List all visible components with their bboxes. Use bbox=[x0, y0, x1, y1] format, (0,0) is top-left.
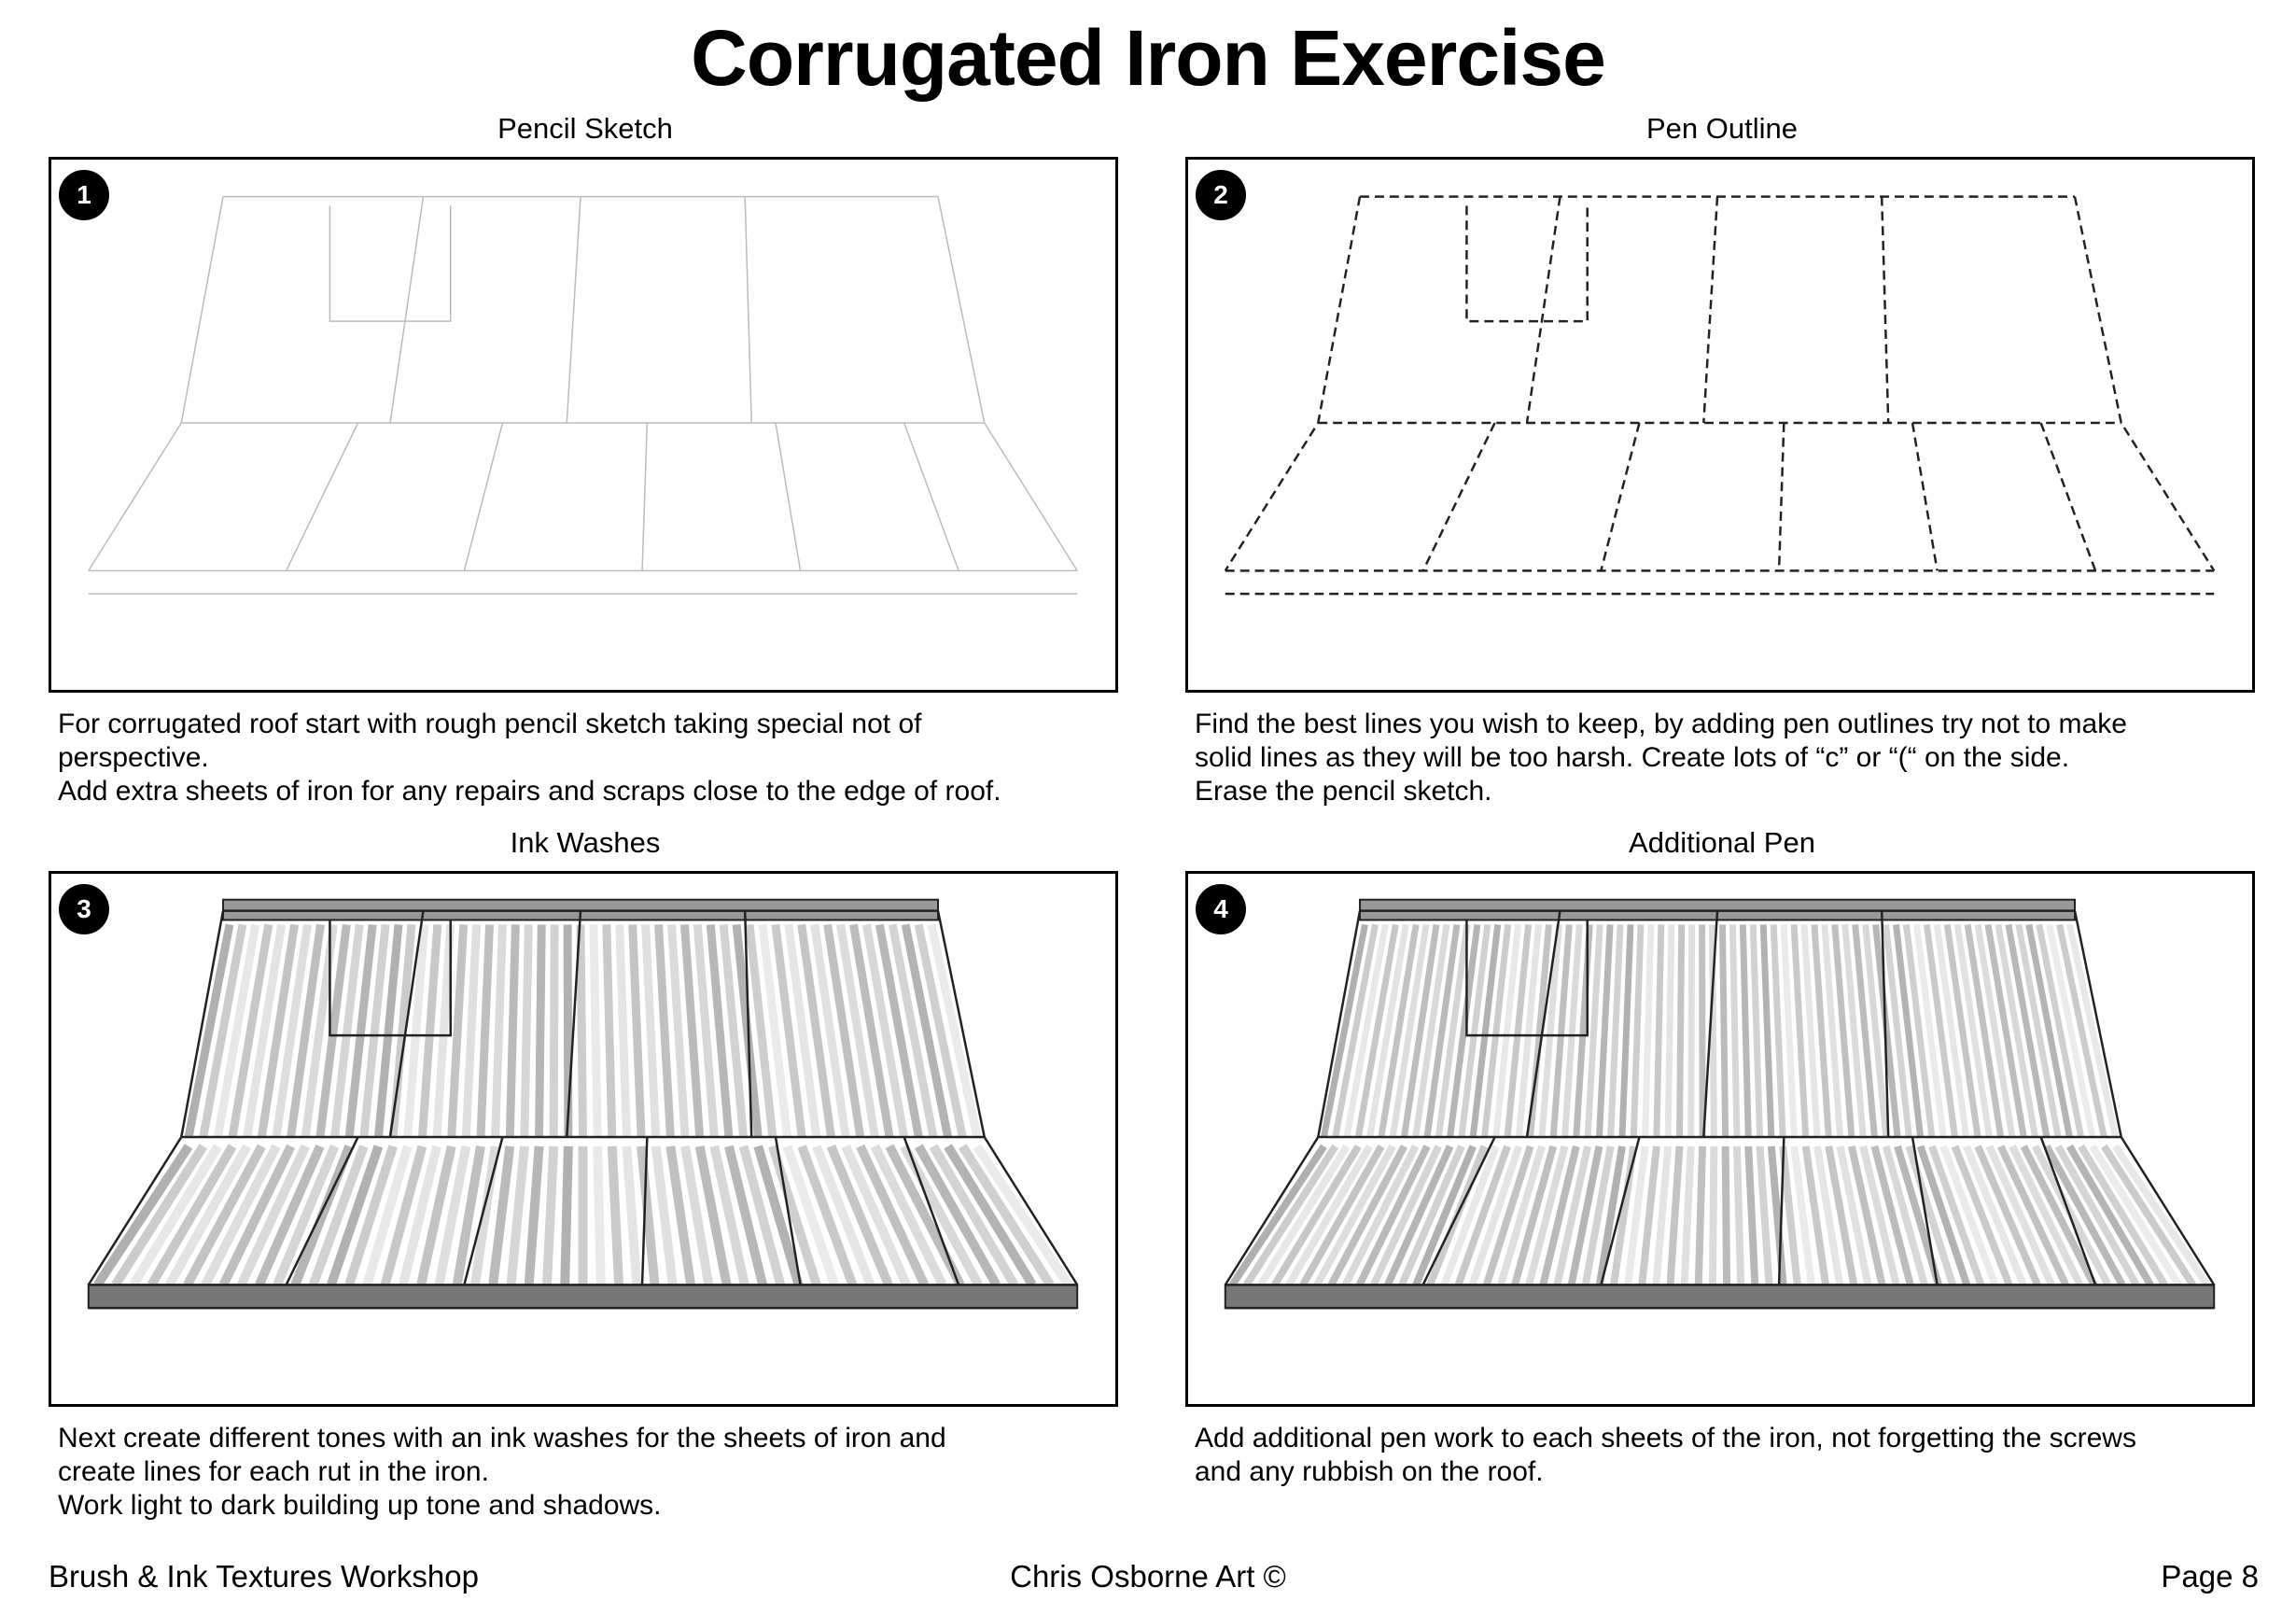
description-line: Work light to dark building up tone and … bbox=[58, 1490, 662, 1521]
step-badge: 4 bbox=[1196, 884, 1246, 934]
panel-additional-pen: 4 bbox=[1185, 871, 2255, 1407]
description-line: Add additional pen work to each sheets o… bbox=[1195, 1423, 2136, 1454]
step-badge: 1 bbox=[59, 170, 109, 220]
description-line: solid lines as they will be too harsh. C… bbox=[1195, 742, 2070, 773]
description-pen-outline: Find the best lines you wish to keep, by… bbox=[1195, 708, 2268, 808]
description-pencil-sketch: For corrugated roof start with rough pen… bbox=[58, 708, 1131, 808]
footer-copyright: Chris Osborne Art © bbox=[1010, 1559, 1286, 1594]
page-title: Corrugated Iron Exercise bbox=[691, 14, 1606, 102]
ink-washes-illustration bbox=[87, 898, 1079, 1310]
description-ink-washes: Next create different tones with an ink … bbox=[58, 1422, 1131, 1523]
description-line: and any rubbish on the roof. bbox=[1195, 1456, 1544, 1487]
description-line: perspective. bbox=[58, 742, 209, 773]
pen-outline-illustration bbox=[1224, 195, 2216, 596]
description-line: Erase the pencil sketch. bbox=[1195, 776, 1492, 807]
pencil-sketch-illustration bbox=[88, 195, 1078, 595]
caption-pencil-sketch: Pencil Sketch bbox=[497, 112, 673, 145]
step-badge: 2 bbox=[1196, 170, 1246, 220]
description-line: create lines for each rut in the iron. bbox=[58, 1456, 489, 1487]
step-badge: 3 bbox=[59, 884, 109, 934]
description-line: Next create different tones with an ink … bbox=[58, 1423, 946, 1454]
panel-ink-washes: 3 bbox=[49, 871, 1118, 1407]
additional-pen-illustration bbox=[1224, 898, 2216, 1310]
caption-ink-washes: Ink Washes bbox=[510, 826, 661, 859]
description-additional-pen: Add additional pen work to each sheets o… bbox=[1195, 1422, 2268, 1489]
panel-pen-outline: 2 bbox=[1185, 157, 2255, 693]
caption-additional-pen: Additional Pen bbox=[1629, 826, 1815, 859]
caption-pen-outline: Pen Outline bbox=[1646, 112, 1798, 145]
footer-page-number: Page 8 bbox=[2161, 1559, 2259, 1594]
description-line: Find the best lines you wish to keep, by… bbox=[1195, 709, 2127, 739]
description-line: For corrugated roof start with rough pen… bbox=[58, 709, 922, 739]
description-line: Add extra sheets of iron for any repairs… bbox=[58, 776, 1001, 807]
footer-workshop-title: Brush & Ink Textures Workshop bbox=[49, 1559, 479, 1594]
panel-pencil-sketch: 1 bbox=[49, 157, 1118, 693]
